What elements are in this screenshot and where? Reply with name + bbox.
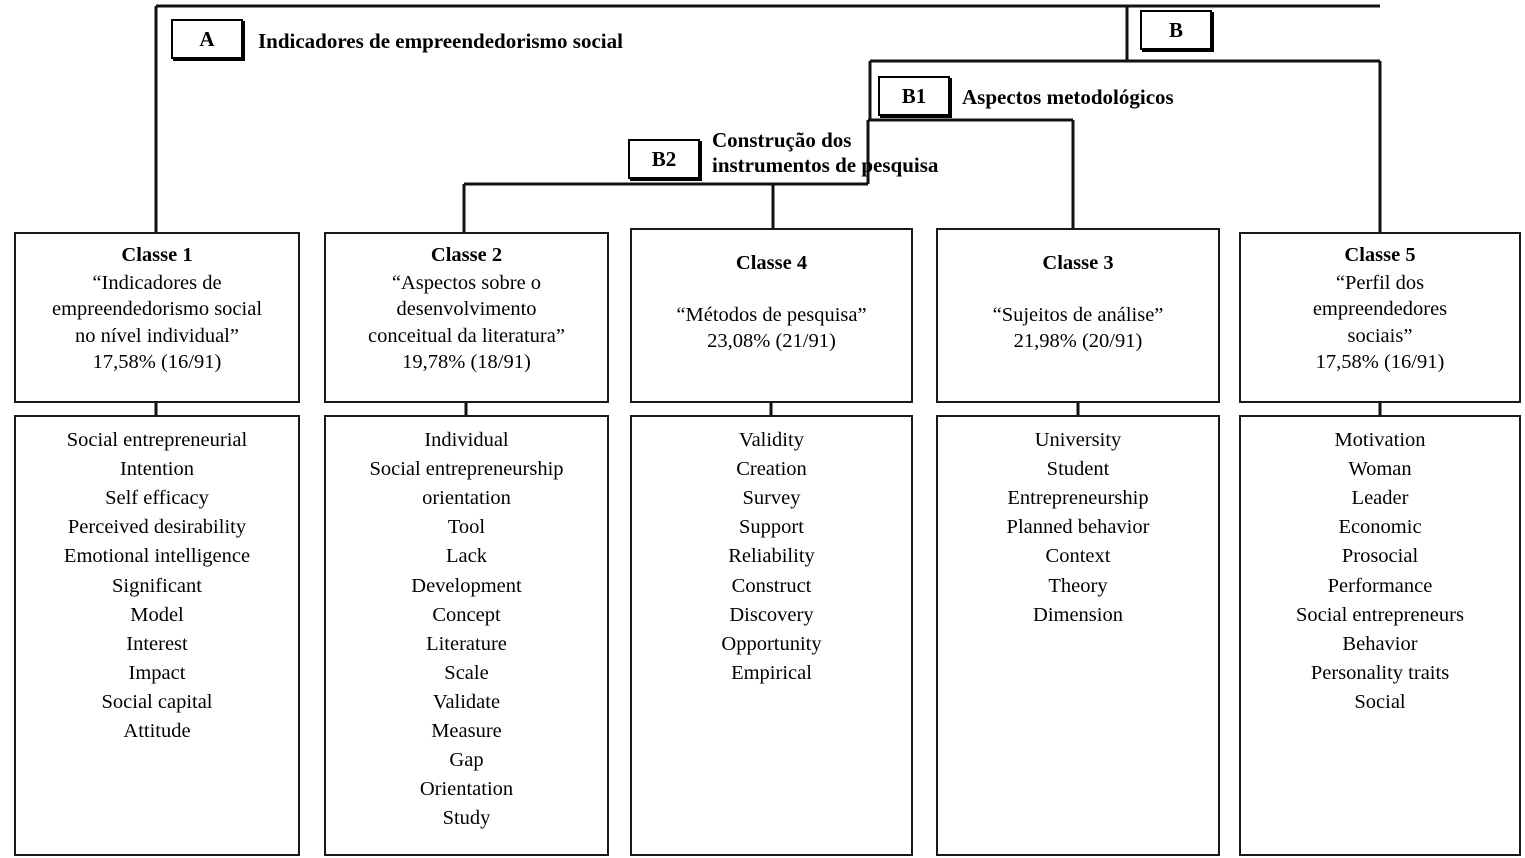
node-tag-b2[interactable]: B2 — [628, 139, 700, 179]
word-item: Tool — [447, 516, 486, 539]
word-item: Gap — [449, 749, 484, 772]
word-item: Entrepreneurship — [1007, 487, 1149, 510]
node-tag-b-code: B — [1168, 17, 1183, 42]
word-item: Theory — [1048, 574, 1108, 597]
class-description: “Aspectos sobre o desenvolvimento concei… — [368, 272, 565, 347]
word-item: Creation — [736, 458, 807, 481]
word-item: Social entrepreneurship orientation — [369, 458, 564, 510]
word-item: Personality traits — [1310, 661, 1450, 684]
word-item: Motivation — [1334, 429, 1426, 451]
node-tag-a-code: A — [199, 26, 215, 51]
word-item: Social — [1354, 690, 1406, 713]
word-item: Leader — [1351, 487, 1409, 510]
word-item: Emotional intelligence — [63, 545, 251, 568]
word-item: Perceived desirability — [67, 516, 247, 539]
word-item: Attitude — [123, 720, 191, 743]
class-title: Classe 4 — [735, 252, 808, 274]
class-stat: 21,98% (20/91) — [1013, 330, 1143, 353]
word-item: Scale — [444, 661, 489, 684]
word-item: Validity — [739, 429, 804, 451]
word-item: Performance — [1327, 574, 1433, 597]
word-item: Development — [411, 574, 522, 597]
word-item: Woman — [1348, 458, 1412, 481]
class-title: Classe 1 — [121, 244, 193, 266]
node-tag-b[interactable]: B — [1140, 10, 1212, 50]
class-stat: 17,58% (16/91) — [1315, 350, 1445, 373]
word-item: Literature — [426, 632, 507, 655]
word-item: Self efficacy — [105, 487, 209, 510]
word-item: Discovery — [729, 603, 814, 626]
word-item: Interest — [126, 632, 188, 655]
node-label-b1: Aspectos metodológicos — [962, 85, 1174, 109]
node-label-b2: Construção dos instrumentos de pesquisa — [712, 128, 939, 177]
class-stat: 17,58% (16/91) — [92, 350, 222, 373]
word-item: Empirical — [731, 661, 812, 684]
node-tag-b1[interactable]: B1 — [878, 76, 950, 116]
word-item: Measure — [431, 720, 502, 743]
class-description: “Métodos de pesquisa” — [676, 304, 867, 327]
word-item: Model — [130, 603, 184, 626]
word-item: Support — [739, 516, 804, 539]
class-box-classe3[interactable]: Classe 3 “Sujeitos de análise” 21,98% (2… — [936, 228, 1220, 403]
word-item: Prosocial — [1341, 545, 1419, 568]
word-item: Behavior — [1342, 632, 1418, 655]
class-title: Classe 5 — [1344, 244, 1416, 266]
class-box-classe1[interactable]: Classe 1 “Indicadores de empreendedorism… — [14, 232, 300, 403]
word-item: Dimension — [1033, 603, 1123, 626]
word-item: Lack — [446, 545, 487, 568]
word-item: Study — [442, 807, 491, 830]
word-item: Opportunity — [721, 632, 822, 655]
word-item: Concept — [432, 603, 501, 626]
word-item: Construct — [731, 574, 812, 597]
node-tag-b1-code: B1 — [901, 83, 927, 108]
word-item: Orientation — [419, 778, 514, 801]
class-description: “Indicadores de empreendedorismo social … — [51, 272, 263, 347]
word-item: Impact — [128, 661, 186, 684]
word-item: Significant — [112, 574, 202, 597]
word-item: Planned behavior — [1006, 516, 1150, 539]
node-label-a: Indicadores de empreendedorismo social — [258, 29, 623, 53]
class-box-classe2[interactable]: Classe 2 “Aspectos sobre o desenvolvimen… — [324, 232, 609, 403]
class-title: Classe 2 — [430, 244, 503, 266]
word-item: Intention — [119, 458, 194, 481]
word-item: Validate — [432, 690, 501, 713]
word-item: Individual — [424, 429, 509, 451]
word-item: Social entrepreneurs — [1296, 603, 1464, 626]
word-item: Economic — [1338, 516, 1422, 539]
class-box-classe5[interactable]: Classe 5 “Perfil dos empreendedores soci… — [1239, 232, 1521, 403]
word-item: Survey — [742, 487, 801, 510]
word-item: Social entrepreneurial — [66, 429, 248, 451]
word-item: Social capital — [101, 690, 213, 713]
class-description: “Perfil dos empreendedores sociais” — [1312, 272, 1448, 347]
class-stat: 19,78% (18/91) — [402, 350, 531, 373]
node-tag-b2-code: B2 — [651, 146, 677, 171]
word-item: University — [1034, 429, 1122, 451]
class-description: “Sujeitos de análise” — [992, 304, 1164, 327]
class-stat: 23,08% (21/91) — [707, 330, 836, 353]
word-item: Reliability — [728, 545, 815, 568]
word-item: Student — [1046, 458, 1110, 481]
class-box-classe4[interactable]: Classe 4 “Métodos de pesquisa” 23,08% (2… — [630, 228, 913, 403]
word-item: Context — [1045, 545, 1111, 568]
node-tag-a[interactable]: A — [171, 19, 243, 59]
class-title: Classe 3 — [1042, 252, 1114, 274]
